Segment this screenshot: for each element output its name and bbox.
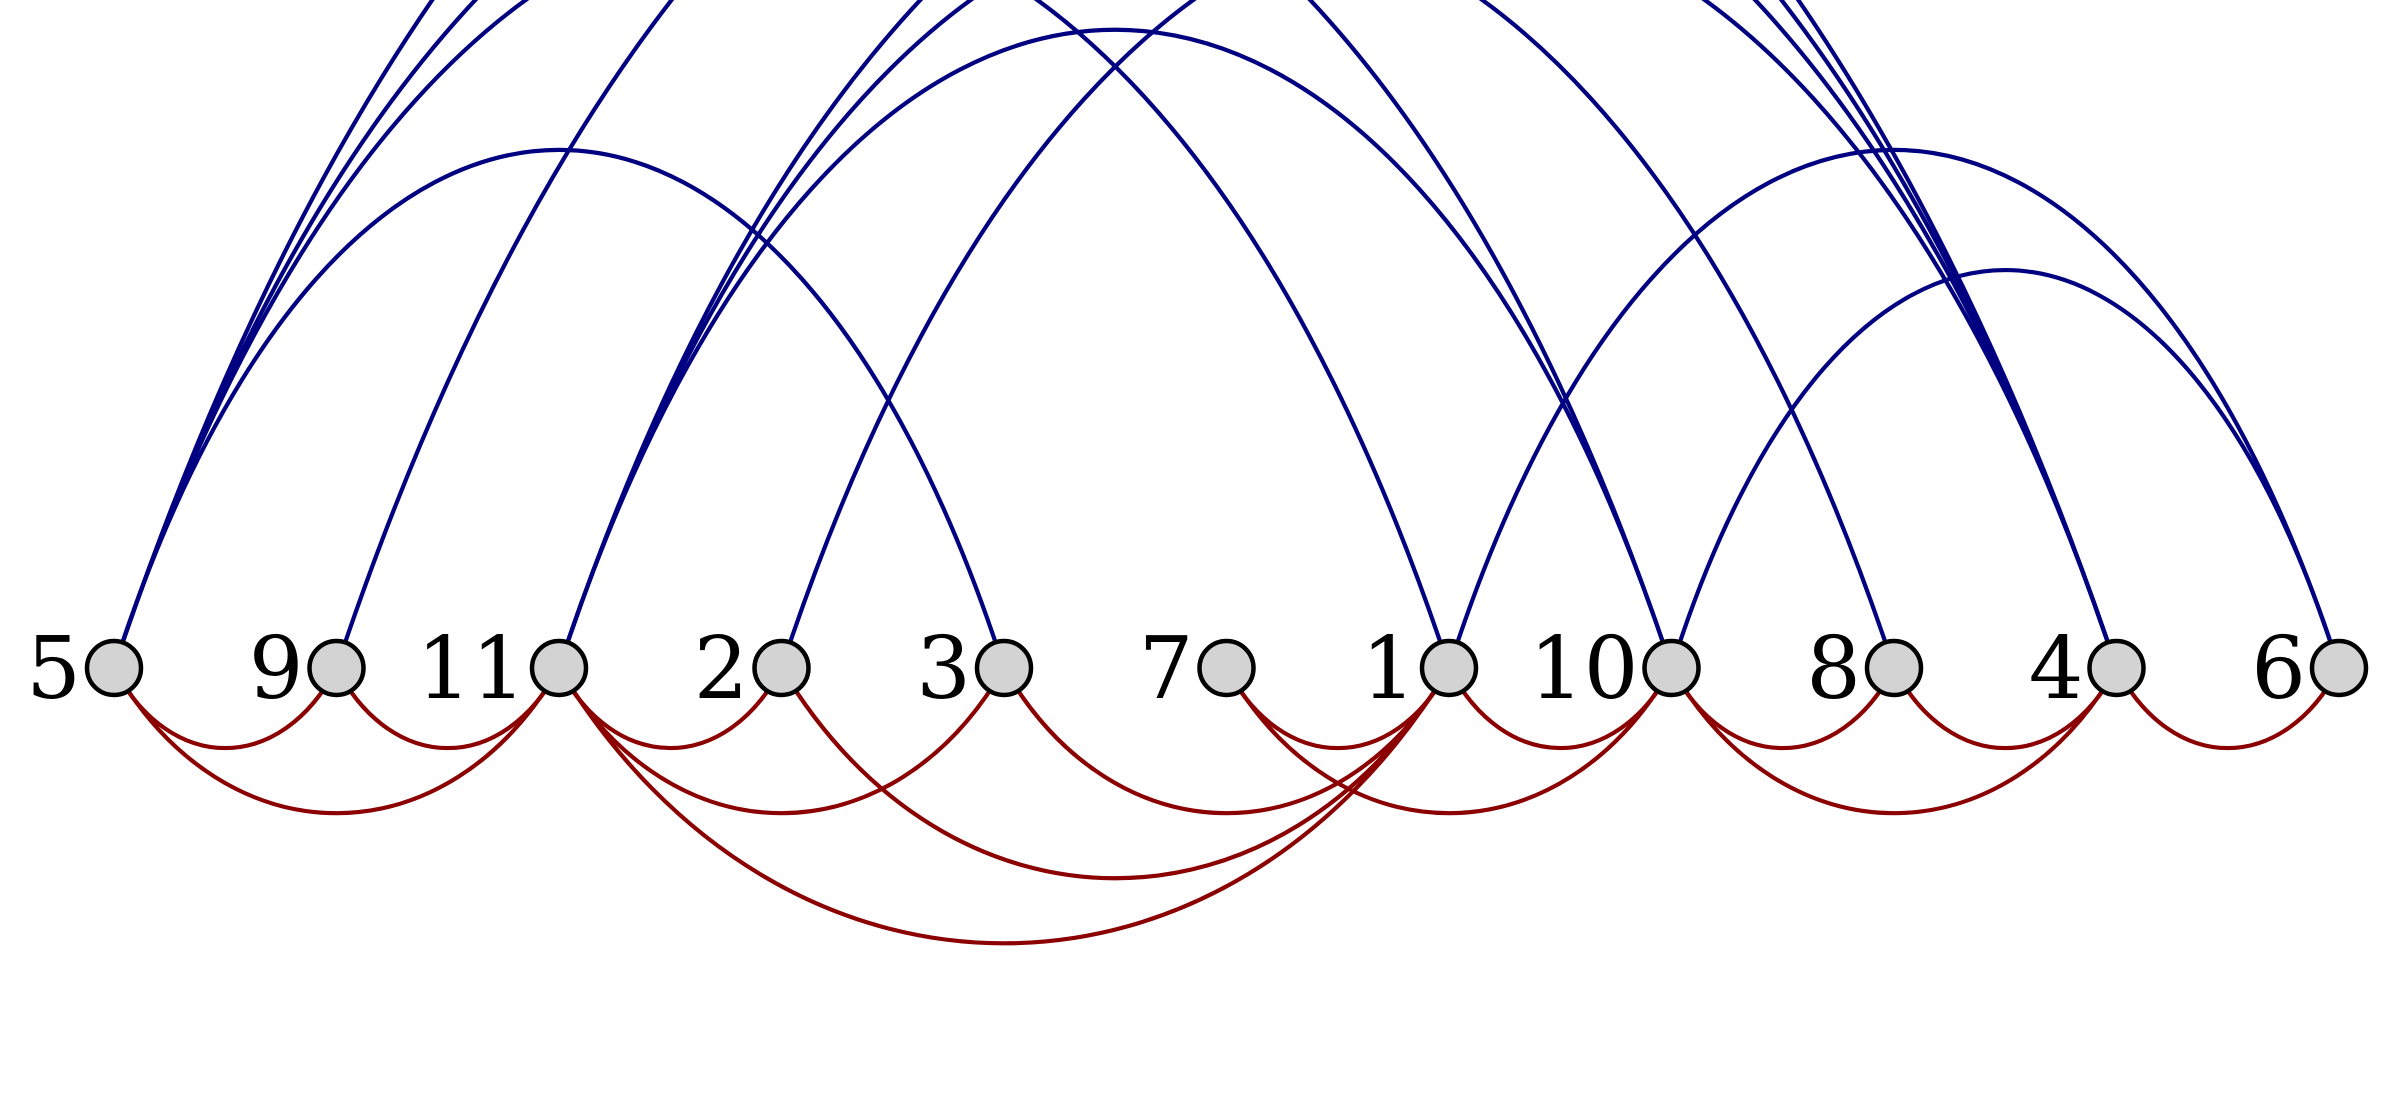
- vertex-label-4: 4: [2029, 619, 2084, 719]
- vertex-3: [974, 638, 1034, 698]
- lower-arc-9-11: [334, 667, 561, 750]
- lower-arc-7-10: [1224, 666, 1674, 816]
- vertices: [84, 638, 2369, 698]
- lower-arc-1-10: [1447, 667, 1674, 750]
- lower-arc-3-1: [1002, 666, 1451, 816]
- vertex-label-10: 10: [1529, 619, 1638, 719]
- lower-arc-11-1: [557, 666, 1451, 946]
- vertex-label-9: 9: [249, 619, 304, 719]
- lower-arc-5-11: [112, 666, 561, 816]
- vertex-labels: 5 9 11 2 3 7 1 10 8 4 6: [26, 619, 2306, 719]
- lower-arc-8-4: [1892, 667, 2119, 750]
- vertex-7: [1197, 638, 1256, 698]
- vertex-label-3: 3: [916, 619, 971, 719]
- lower-arc-2-1: [779, 666, 1451, 881]
- lower-arc-11-3: [557, 666, 1006, 816]
- upper-arc-2-4: [779, 0, 2119, 669]
- vertex-4: [2087, 638, 2146, 698]
- upper-arc-5-4: [112, 0, 2119, 669]
- upper-arc-11-10: [557, 27, 1674, 669]
- upper-arc-5-10: [112, 0, 1674, 669]
- vertex-1: [1419, 638, 1479, 698]
- vertex-label-7: 7: [1139, 619, 1194, 719]
- upper-arc-5-3: [112, 147, 1006, 669]
- upper-arc-11-8: [557, 0, 1896, 669]
- vertex-label-8: 8: [1806, 619, 1861, 719]
- vertex-2: [752, 638, 811, 698]
- upper-arc-5-1: [112, 0, 1451, 669]
- vertex-5: [84, 638, 144, 698]
- vertex-11: [529, 638, 589, 698]
- upper-arcs: [112, 0, 2342, 669]
- vertex-label-2: 2: [694, 619, 749, 719]
- vertex-label-11: 11: [417, 619, 526, 719]
- vertex-label-5: 5: [26, 619, 81, 719]
- upper-arc-1-6: [1447, 147, 2341, 669]
- lower-arc-4-6: [2114, 667, 2341, 750]
- vertex-6: [2309, 638, 2369, 698]
- vertex-label-1: 1: [1361, 619, 1416, 719]
- upper-arc-11-4: [557, 0, 2119, 669]
- upper-arc-10-6: [1669, 268, 2342, 669]
- lower-arc-10-4: [1669, 666, 2119, 816]
- vertex-8: [1864, 638, 1924, 698]
- lower-arcs: [112, 666, 2341, 946]
- vertex-label-6: 6: [2251, 619, 2306, 719]
- vertex-10: [1642, 638, 1701, 698]
- upper-arc-9-4: [334, 0, 2119, 669]
- vertex-9: [307, 638, 366, 698]
